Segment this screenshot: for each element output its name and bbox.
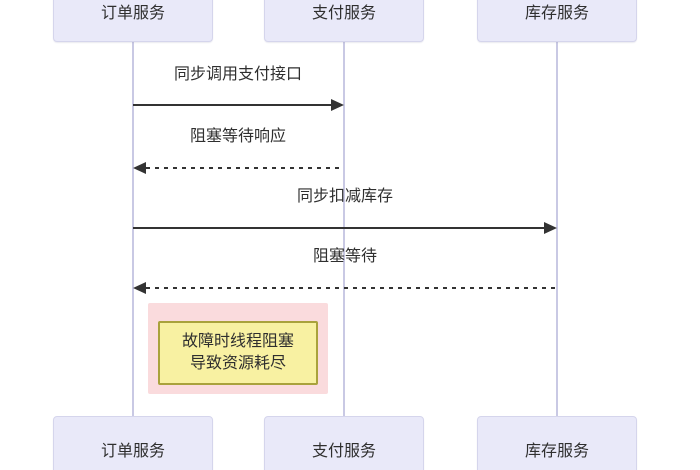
note-box: 故障时线程阻塞 导致资源耗尽 bbox=[158, 321, 318, 385]
message-label-blocking-wait: 阻塞等待 bbox=[312, 248, 378, 265]
actor-order-bottom-label: 订单服务 bbox=[100, 442, 165, 460]
message-label-sync-call-payment: 同步调用支付接口 bbox=[173, 66, 303, 83]
actor-payment-bottom: 支付服务 bbox=[264, 416, 424, 470]
actor-payment-top-label: 支付服务 bbox=[311, 5, 376, 22]
actor-payment-bottom-label: 支付服务 bbox=[311, 442, 376, 460]
arrowhead-left-icon bbox=[133, 162, 146, 174]
arrowhead-left-icon bbox=[133, 282, 146, 294]
actor-order-bottom: 订单服务 bbox=[53, 416, 213, 470]
message-line-blocking-wait bbox=[146, 287, 557, 289]
actor-order-top-label: 订单服务 bbox=[100, 5, 165, 22]
message-line-sync-deduct-inventory bbox=[133, 227, 545, 229]
lifeline-order bbox=[132, 42, 134, 416]
actor-inventory-bottom-label: 库存服务 bbox=[524, 442, 589, 460]
actor-inventory-bottom: 库存服务 bbox=[477, 416, 637, 470]
arrowhead-right-icon bbox=[544, 222, 557, 234]
message-label-blocking-wait-response: 阻塞等待响应 bbox=[189, 128, 287, 145]
lifeline-payment bbox=[343, 42, 345, 416]
message-line-blocking-wait-response bbox=[146, 167, 344, 169]
actor-inventory-top: 库存服务 bbox=[477, 0, 637, 42]
actor-inventory-top-label: 库存服务 bbox=[524, 5, 589, 22]
actor-order-top: 订单服务 bbox=[53, 0, 213, 42]
note-line-2: 导致资源耗尽 bbox=[189, 355, 286, 372]
message-label-sync-deduct-inventory: 同步扣减库存 bbox=[296, 188, 394, 205]
note-line-1: 故障时线程阻塞 bbox=[181, 333, 294, 350]
arrowhead-right-icon bbox=[331, 99, 344, 111]
message-line-sync-call-payment bbox=[133, 104, 332, 106]
actor-payment-top: 支付服务 bbox=[264, 0, 424, 42]
